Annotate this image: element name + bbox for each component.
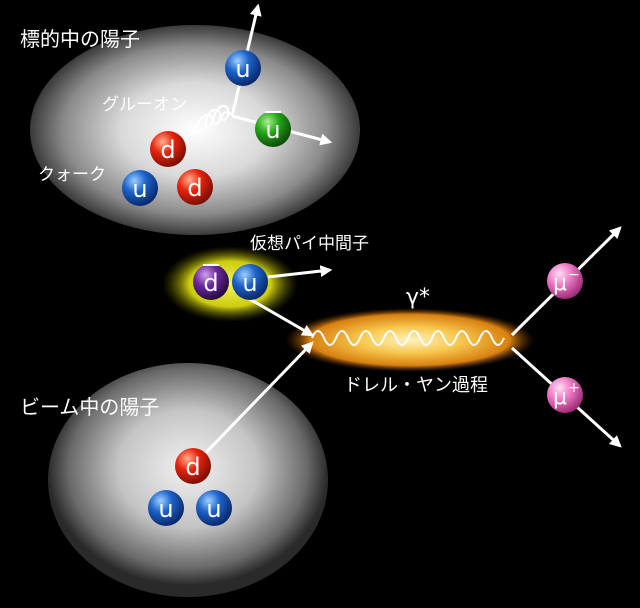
quark-label: クォーク xyxy=(38,165,106,185)
svg-text:−: − xyxy=(568,267,580,283)
svg-text:u: u xyxy=(132,175,147,203)
svg-text:d: d xyxy=(160,136,175,164)
svg-text:d: d xyxy=(187,174,202,202)
svg-text:u: u xyxy=(206,495,221,523)
photon-line xyxy=(311,330,505,346)
gluon-label: グルーオン xyxy=(102,95,187,115)
svg-text:d: d xyxy=(203,269,218,297)
arrow-pion-right xyxy=(267,265,333,279)
svg-text:u: u xyxy=(235,55,250,83)
muon-minus: μ − xyxy=(547,263,583,299)
muon-plus: μ + xyxy=(547,377,583,413)
svg-text:d: d xyxy=(185,453,200,481)
down-quark: d xyxy=(150,131,186,167)
gluon-line xyxy=(189,104,233,136)
virtual-pion-glow xyxy=(162,246,298,322)
down-quark: d xyxy=(177,169,213,205)
svg-text:u: u xyxy=(158,495,173,523)
anti-up-quark: u xyxy=(255,111,291,147)
svg-text:μ: μ xyxy=(553,271,567,296)
up-quark: u xyxy=(225,50,261,86)
beam-proton-label: ビーム中の陽子 xyxy=(20,395,159,419)
arrow-beam-d xyxy=(191,341,314,468)
up-quark: u xyxy=(122,170,158,206)
svg-text:+: + xyxy=(568,380,580,396)
photon-label: γ* xyxy=(406,285,430,310)
drell-yan-label: ドレル・ヤン過程 xyxy=(344,375,488,396)
svg-text:u: u xyxy=(242,269,257,297)
anti-down-quark: d xyxy=(193,264,229,300)
target-proton-label: 標的中の陽子 xyxy=(20,27,140,51)
up-quark: u xyxy=(232,264,268,300)
target-proton-cloud xyxy=(30,25,360,235)
up-quark: u xyxy=(196,490,232,526)
up-quark: u xyxy=(148,490,184,526)
photon-glow xyxy=(285,308,535,372)
virtual-pion-label: 仮想パイ中間子 xyxy=(250,234,369,254)
svg-text:μ: μ xyxy=(553,385,567,410)
down-quark: d xyxy=(175,448,211,484)
svg-text:u: u xyxy=(265,116,280,144)
